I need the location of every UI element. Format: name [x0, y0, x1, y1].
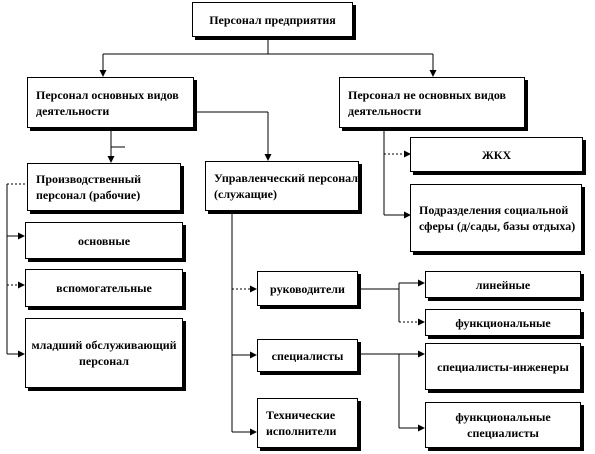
- node-specialists: специалисты: [257, 339, 358, 372]
- node-auxiliary: вспомогательные: [25, 269, 183, 307]
- node-line: линейные: [425, 271, 581, 298]
- node-managers: руководители: [257, 271, 358, 306]
- node-basic: основные: [25, 222, 183, 259]
- link-main-bar: [110, 128, 125, 148]
- node-non-main-activity: Персонал не основных видов деятельности: [339, 77, 525, 128]
- node-functional-specialists: функциональные специалисты: [425, 402, 581, 448]
- node-spec-engineers: специалисты-инженеры: [425, 343, 581, 390]
- node-management: Управленческий персонал (служащие): [205, 161, 359, 211]
- node-zhkh: ЖКХ: [410, 137, 583, 172]
- node-main-activity: Персонал основных видов деятельности: [27, 77, 194, 128]
- node-root: Персонал предприятия: [192, 2, 353, 37]
- node-functional: функциональные: [425, 309, 581, 336]
- node-production: Производственный персонал (рабочие): [27, 163, 181, 211]
- node-technical: Технические исполнители: [257, 398, 358, 448]
- node-social: Подразделения социальной сферы (д/сады, …: [410, 184, 582, 252]
- node-junior-service: младший обслуживающий персонал: [25, 318, 183, 388]
